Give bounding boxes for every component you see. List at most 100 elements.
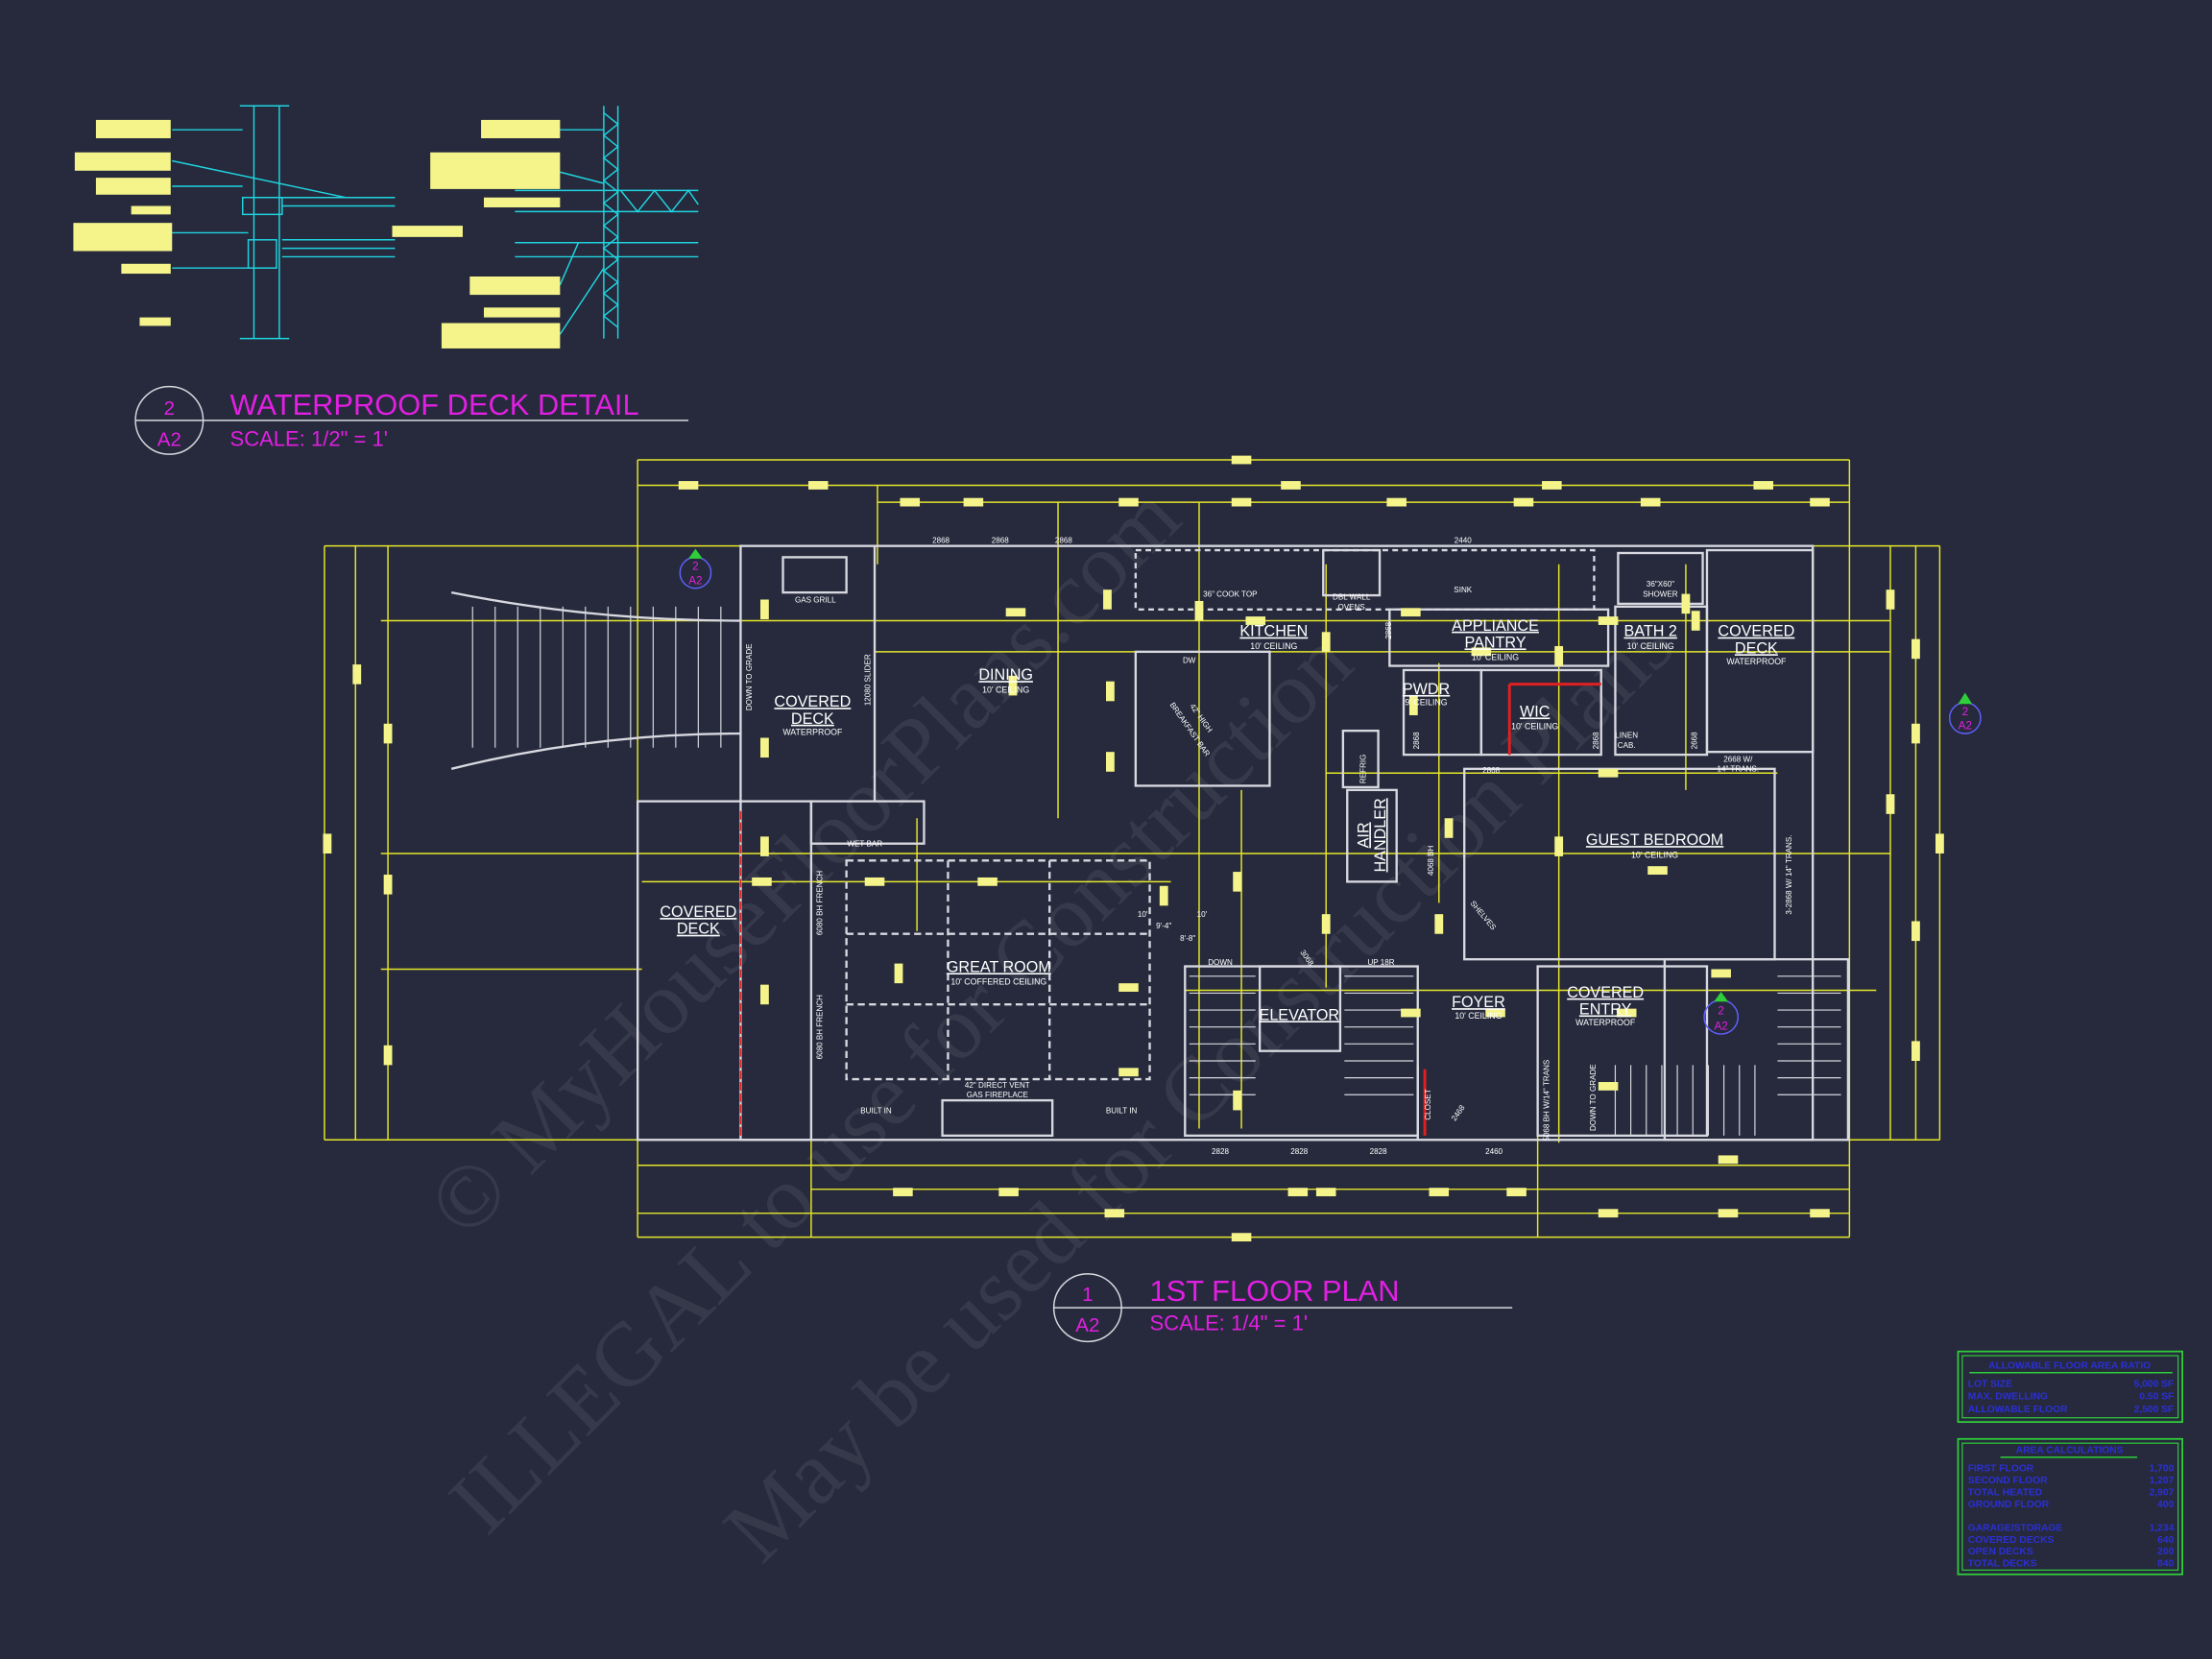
note-ceiling-10-b: 10' [1197, 910, 1208, 919]
room-foyer-ceiling: 10' CEILING [1455, 1011, 1502, 1021]
room-covered-entry-note: WATERPROOF [1575, 1018, 1636, 1027]
room-pwdr-ceiling: 9' CEILING [1405, 698, 1447, 708]
dimension-tag [1401, 608, 1421, 617]
note-ceiling-8-8: 8'-8" [1180, 934, 1195, 943]
dimension-tag [963, 497, 984, 507]
note-stair-up: UP 18R [1367, 958, 1394, 967]
dimension-tag [1401, 1008, 1421, 1018]
dimension-tag [1386, 497, 1407, 507]
note-closet: CLOSET [1424, 1089, 1432, 1119]
dimension-tag [894, 963, 903, 984]
detail-callout-tag [139, 317, 171, 326]
dimension-tag [383, 723, 393, 744]
door-size-bottom-3: 2828 [1370, 1147, 1387, 1156]
waterproof-deck-detail-drawing [172, 105, 699, 340]
dimension-tag [1245, 616, 1266, 625]
note-refrig: REFRIG [1358, 755, 1367, 784]
room-foyer: FOYER [1452, 994, 1505, 1011]
dimension-tag [1647, 866, 1668, 876]
dimension-tag [1118, 497, 1139, 507]
note-ceiling-9-4: 9'-4" [1156, 922, 1171, 930]
dimension-tag [1616, 1008, 1637, 1018]
room-covered-entry: COVERED [1567, 984, 1644, 1001]
table-row-label: TOTAL HEATED [1968, 1488, 2042, 1499]
detail-sheet: A2 [157, 428, 181, 450]
dimension-tag [807, 481, 829, 490]
door-size-top-1: 2868 [932, 537, 950, 545]
table-row-label: ALLOWABLE FLOOR [1968, 1405, 2068, 1415]
dimension-tag [1718, 1209, 1739, 1218]
table-row-value: 2,500 SF [2134, 1405, 2175, 1415]
section-marker-entry[interactable]: 2 A2 [1703, 991, 1740, 1035]
room-dining-ceiling: 10' CEILING [982, 685, 1029, 694]
table-row-value: 840 [2157, 1559, 2174, 1570]
room-covered-deck-top-2: DECK [791, 710, 834, 728]
dimension-tag [1103, 589, 1112, 610]
note-built-in-left: BUILT IN [860, 1106, 892, 1115]
door-size-top-3: 2868 [1055, 537, 1072, 545]
door-size-bottom-4: 2460 [1485, 1147, 1503, 1156]
room-covered-entry-2: ENTRY [1579, 1000, 1632, 1018]
section-marker-number: 2 [1718, 1004, 1724, 1017]
note-stair-down: DOWN [1208, 958, 1233, 967]
plan-number: 1 [1082, 1284, 1093, 1306]
room-covered-deck-right-note: WATERPROOF [1726, 657, 1787, 666]
detail-callout-tag [131, 205, 171, 215]
dimension-tag [998, 1188, 1019, 1197]
dimension-tag [1194, 600, 1204, 621]
section-marker-sheet: A2 [1714, 1021, 1727, 1033]
dimension-tag [1911, 723, 1920, 744]
table-row-value: 1,234 [2150, 1523, 2175, 1533]
dimension-tag [760, 836, 769, 856]
door-size-bottom-1: 2828 [1212, 1147, 1229, 1156]
dimension-tag [1231, 497, 1252, 507]
dimension-tag [1753, 481, 1774, 490]
dimension-tag [1506, 1188, 1527, 1197]
room-covered-deck-left-2: DECK [677, 921, 720, 938]
dimension-tag [1886, 589, 1895, 610]
area-table-title: AREA CALCULATIONS [2016, 1445, 2124, 1455]
dimension-tag [1810, 1209, 1830, 1218]
room-kitchen-ceiling: 10' CEILING [1250, 641, 1297, 651]
dimension-tag [1598, 616, 1619, 625]
detail-callout-tags [73, 119, 561, 349]
table-row-label: SECOND FLOOR [1968, 1476, 2048, 1486]
dimension-tag [1911, 1041, 1920, 1061]
dimension-tag [1118, 983, 1139, 992]
dimension-tag [1408, 695, 1418, 715]
dimension-tag [1106, 681, 1115, 702]
dimension-tag [1118, 1068, 1139, 1077]
table-row-label: TOTAL DECKS [1968, 1559, 2037, 1570]
room-elevator: ELEVATOR [1260, 1006, 1340, 1023]
dimension-tag [1281, 481, 1301, 490]
dimension-tag [383, 1045, 393, 1066]
dimension-tag [1598, 1082, 1619, 1091]
table-row-value: 200 [2157, 1547, 2174, 1557]
dimension-tag [1106, 752, 1115, 772]
note-down-to-grade: DOWN TO GRADE [745, 643, 754, 710]
note-dbl-wall: DBL WALL [1333, 592, 1371, 601]
section-marker-right[interactable]: 2 A2 [1948, 692, 1982, 734]
room-labels: DINING 10' CEILING KITCHEN 10' CEILING A… [660, 617, 1794, 1027]
section-marker-sheet: A2 [1959, 720, 1972, 733]
detail-callout-tag [481, 119, 561, 138]
detail-callout-tag [74, 152, 171, 171]
dimension-tag [1434, 914, 1444, 934]
dimension-tag [900, 497, 921, 507]
detail-number: 2 [164, 397, 175, 420]
dimension-tag [1429, 1188, 1450, 1197]
far-table-title: ALLOWABLE FLOOR AREA RATIO [1988, 1360, 2151, 1371]
section-marker-deck[interactable]: 2 A2 [679, 548, 712, 589]
room-bath-2: BATH 2 [1623, 623, 1676, 640]
note-sink: SINK [1454, 586, 1472, 594]
room-covered-deck-left: COVERED [660, 903, 736, 921]
note-dw: DW [1183, 657, 1196, 665]
room-wic-ceiling: 10' CEILING [1511, 722, 1558, 732]
room-great-room: GREAT ROOM [947, 958, 1051, 975]
detail-callout-tag [121, 263, 171, 275]
dimension-tag [1231, 455, 1252, 465]
detail-callout-tag [95, 119, 171, 138]
